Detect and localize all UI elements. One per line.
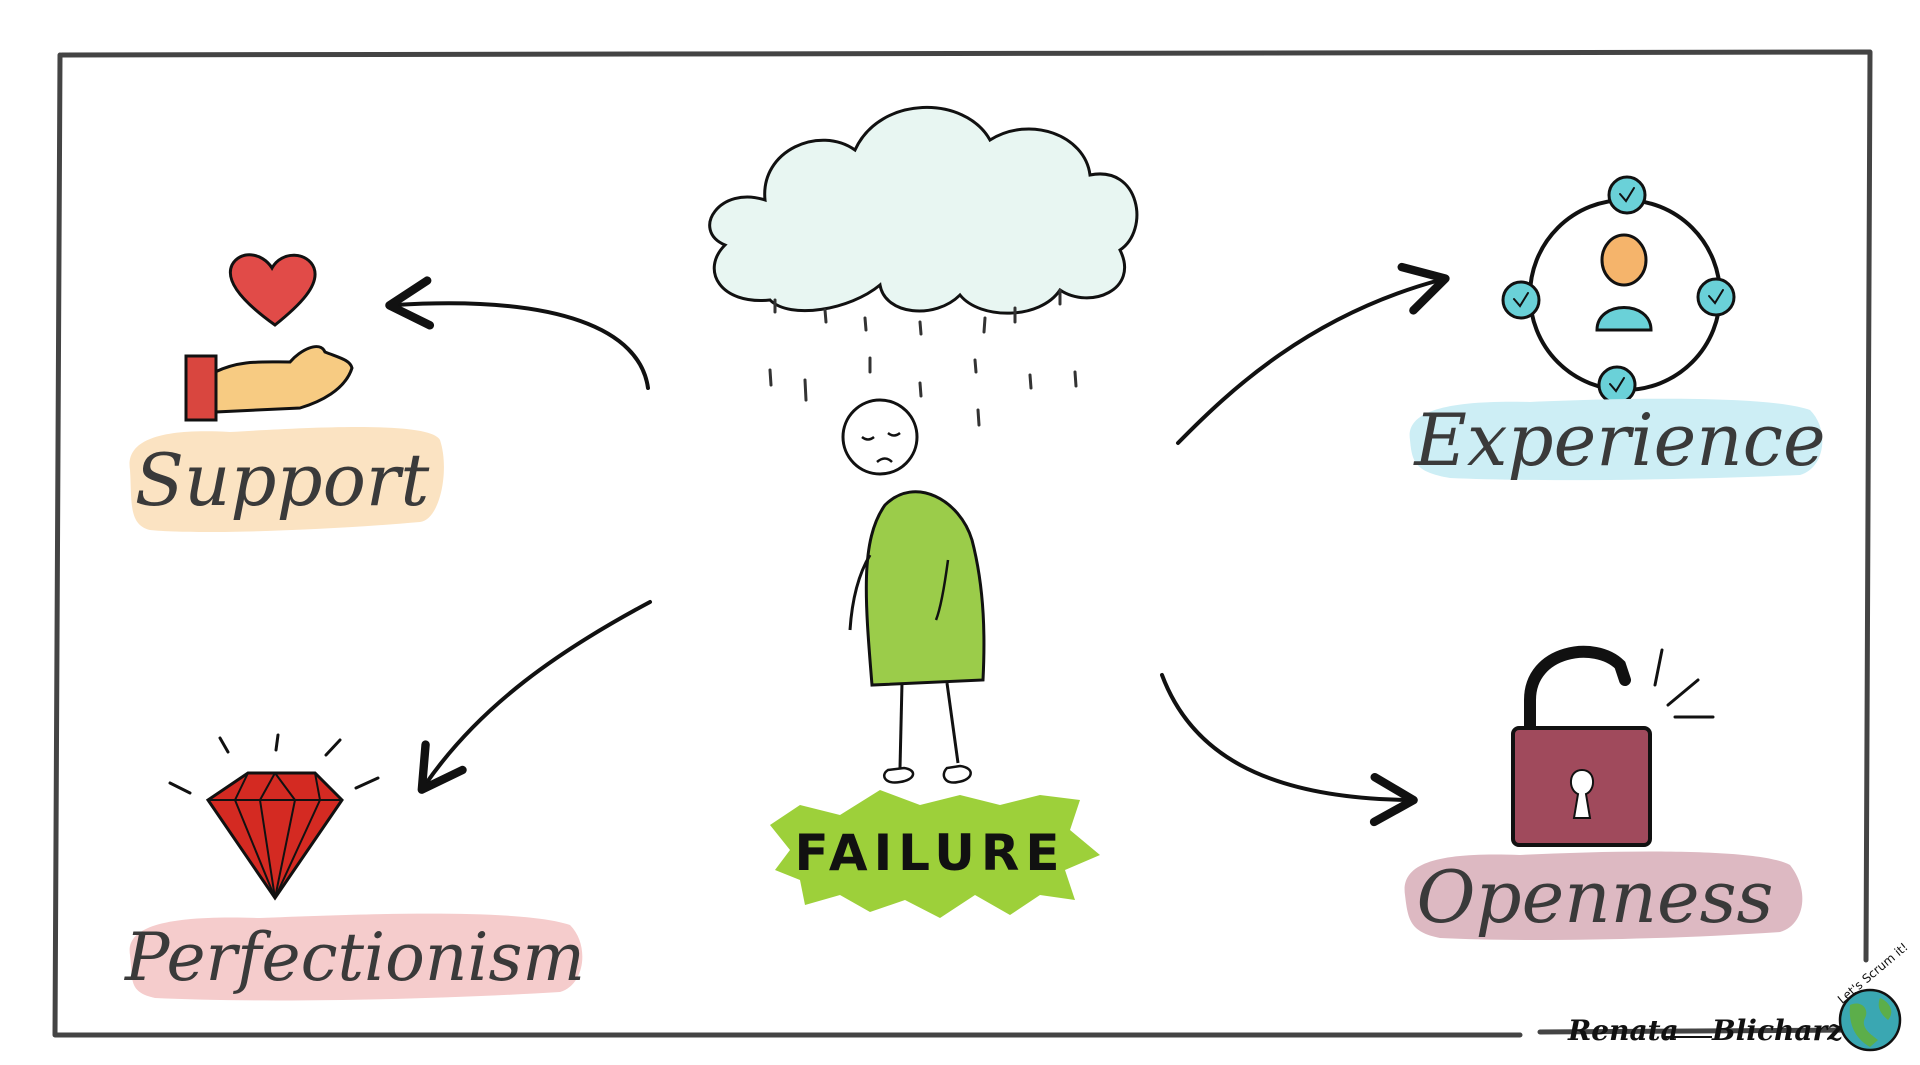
- signature: Renata Blicharz: [1567, 1014, 1844, 1047]
- sad-figure: [841, 398, 986, 784]
- arrow-to-perfectionism: [417, 600, 652, 794]
- support-label: Support: [135, 438, 431, 522]
- perfectionism-node: Perfectionism: [124, 913, 585, 1001]
- network-person-icon: [1501, 175, 1736, 405]
- rain-drops: [768, 288, 1078, 427]
- frame-border: [52, 49, 1873, 1038]
- failure-label: FAILURE: [794, 824, 1065, 882]
- support-node: Support: [129, 427, 444, 533]
- signature-last: Blicharz: [1711, 1014, 1844, 1047]
- failure-badge: FAILURE: [770, 790, 1100, 918]
- experience-label: Experience: [1412, 398, 1825, 482]
- openness-node: Openness: [1404, 851, 1803, 940]
- globe-icon: Let's Scrum it!: [1835, 940, 1911, 1052]
- signature-first: Renata: [1567, 1014, 1679, 1047]
- arrow-to-openness: [1160, 673, 1418, 827]
- gem-icon: [168, 733, 380, 901]
- arrow-to-support: [385, 276, 650, 390]
- experience-node: Experience: [1409, 398, 1826, 482]
- openness-label: Openness: [1417, 855, 1774, 939]
- cloud-icon: [708, 105, 1139, 315]
- arrow-to-experience: [1176, 262, 1450, 445]
- unlocked-padlock-icon: [1511, 645, 1715, 847]
- perfectionism-label: Perfectionism: [124, 919, 585, 996]
- heart-hand-icon: [184, 253, 354, 422]
